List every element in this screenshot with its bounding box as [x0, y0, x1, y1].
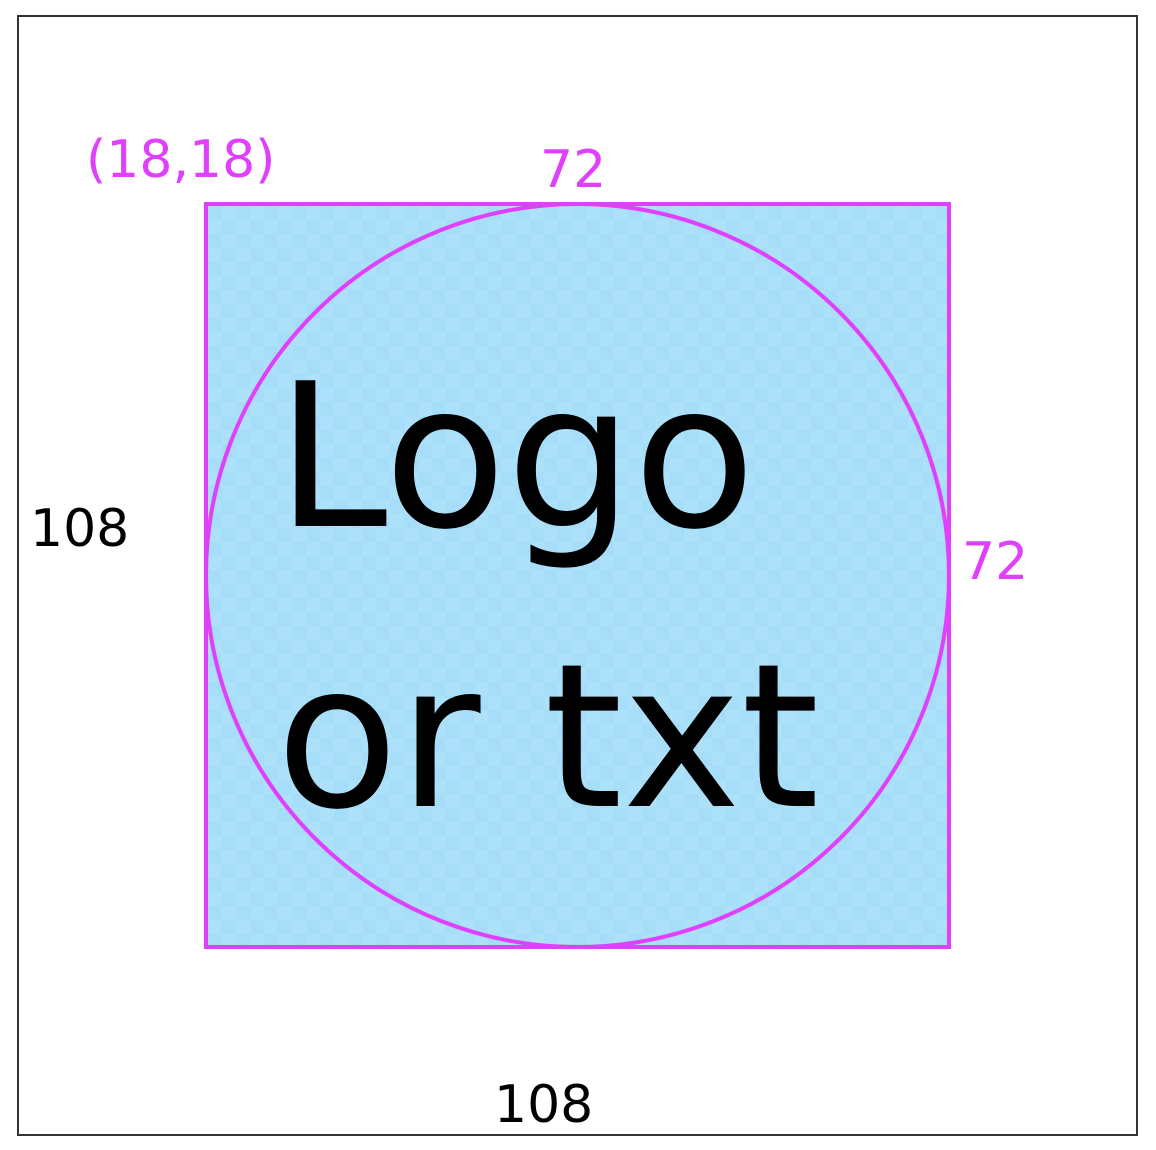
bottom-dimension-label: 108: [494, 1075, 594, 1135]
logo-text-line-1: Logo: [276, 341, 756, 574]
logo-placeholder-text: Logo or txt: [276, 318, 819, 878]
right-dimension-label: 72: [962, 532, 1029, 592]
logo-text-line-2: or txt: [276, 621, 820, 854]
origin-coordinate-label: (18,18): [86, 130, 276, 190]
top-dimension-label: 72: [540, 140, 607, 200]
safe-zone-circle: [204, 202, 951, 949]
left-dimension-label: 108: [30, 499, 130, 559]
